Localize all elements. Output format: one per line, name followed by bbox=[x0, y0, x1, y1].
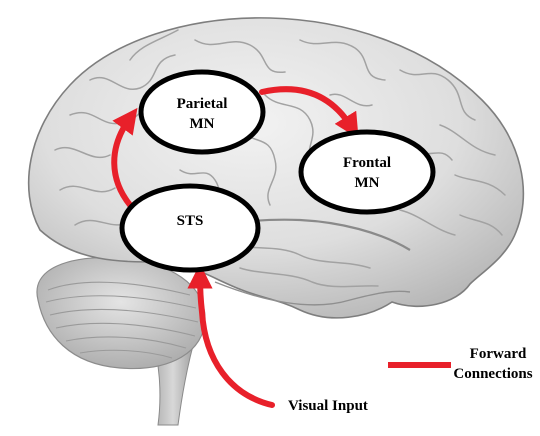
legend-label-2: Connections bbox=[453, 366, 532, 382]
node-sts-label: STS bbox=[177, 213, 204, 229]
legend-label-1: Forward bbox=[470, 346, 527, 362]
node-parietal: Parietal MN bbox=[141, 72, 263, 152]
node-frontal-label-2: MN bbox=[355, 175, 380, 191]
node-frontal-label-1: Frontal bbox=[343, 155, 391, 171]
node-sts: STS bbox=[122, 186, 258, 270]
node-parietal-label-2: MN bbox=[190, 116, 215, 132]
node-parietal-label-1: Parietal bbox=[177, 96, 228, 112]
node-frontal: Frontal MN bbox=[301, 132, 433, 212]
visual-input-label: Visual Input bbox=[288, 398, 368, 414]
legend: Forward Connections bbox=[388, 346, 533, 382]
